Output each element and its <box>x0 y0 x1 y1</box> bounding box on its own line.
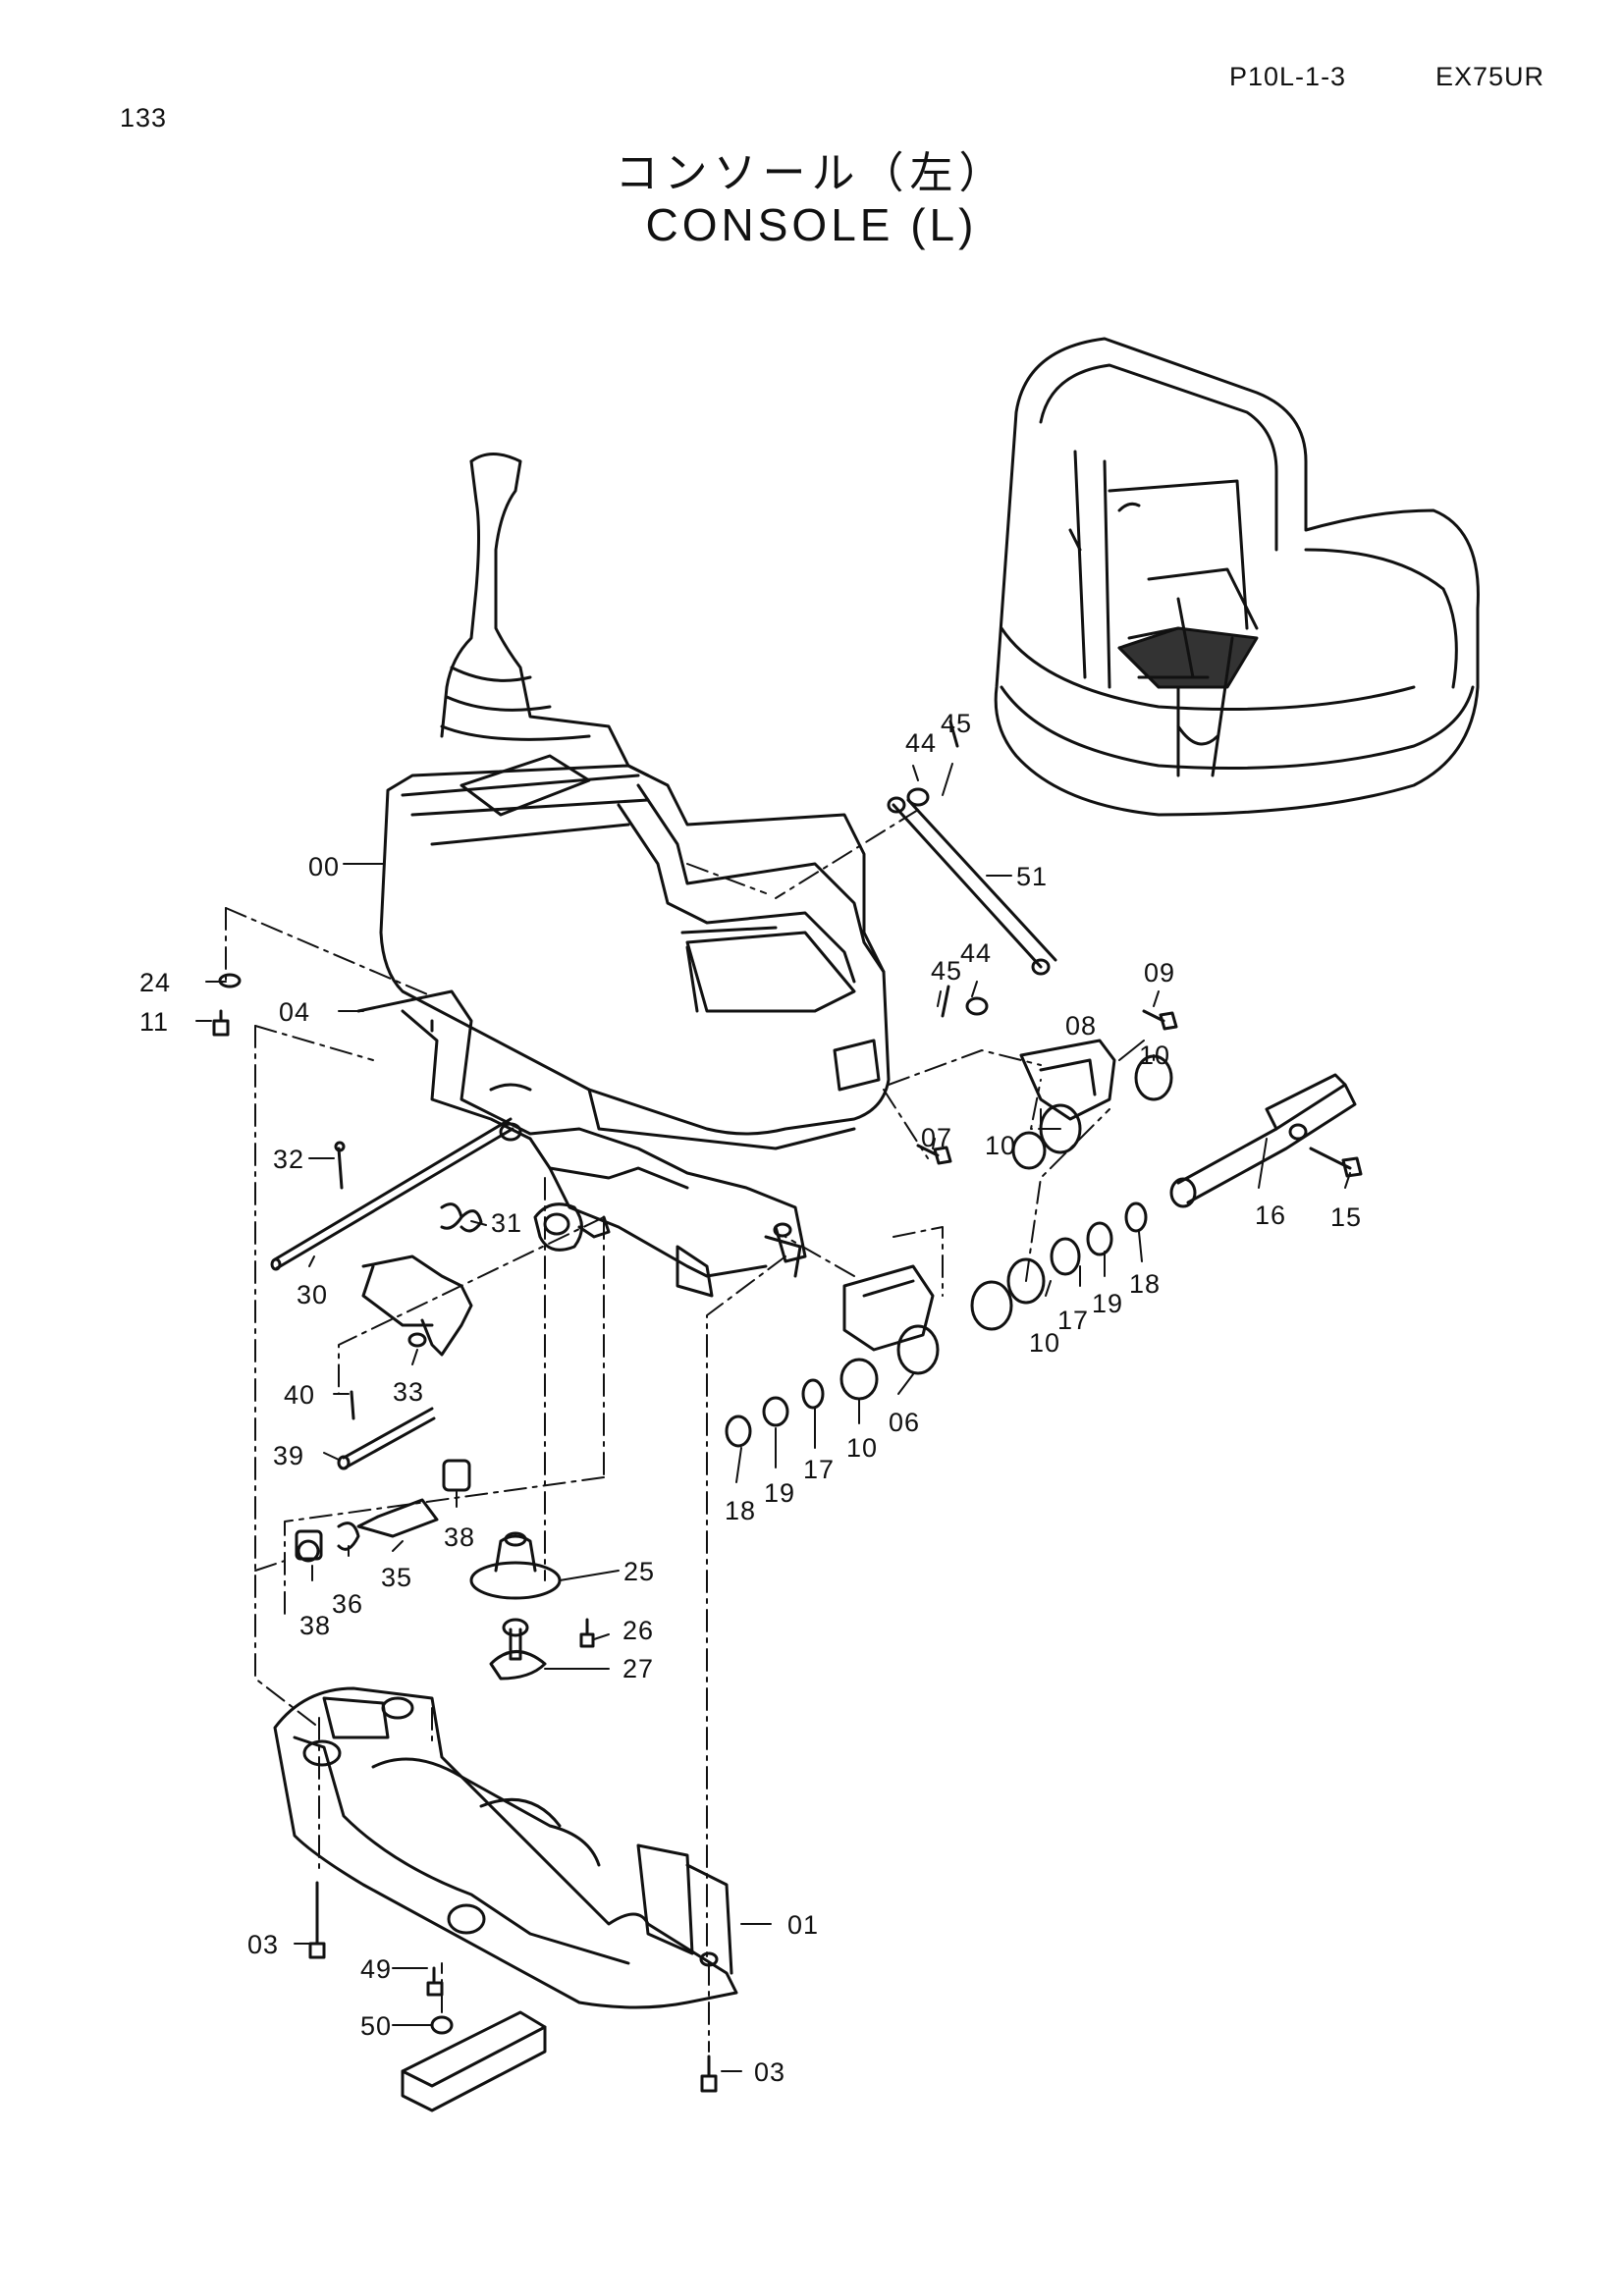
callout: 25 <box>623 1557 655 1586</box>
callout: 15 <box>1330 1202 1362 1232</box>
lower-cover <box>273 1686 738 2009</box>
callout: 10 <box>1029 1328 1060 1358</box>
callout: 03 <box>247 1930 279 1959</box>
callout: 11 <box>139 1007 169 1037</box>
damper-mount <box>469 1531 562 1681</box>
sub-frame-bracket <box>356 989 807 1298</box>
callout: 06 <box>889 1408 920 1437</box>
console-body <box>379 453 891 1150</box>
callout: 10 <box>985 1131 1016 1160</box>
shaft <box>1169 1073 1357 1208</box>
callout: 01 <box>787 1910 819 1940</box>
assembly-lines <box>225 809 1110 2053</box>
callout: 44 <box>905 728 937 758</box>
callout: 30 <box>297 1280 328 1309</box>
model-name: EX75UR <box>1435 62 1545 91</box>
callout: 08 <box>1065 1011 1097 1041</box>
title-english: CONSOLE (L) <box>645 199 978 250</box>
callout: 17 <box>803 1455 835 1484</box>
callout: 31 <box>491 1208 522 1238</box>
callout: 19 <box>764 1478 795 1508</box>
right-bracket <box>842 1039 1116 1352</box>
callout: 26 <box>622 1616 654 1645</box>
callout: 38 <box>444 1522 475 1552</box>
callout: 10 <box>846 1433 878 1463</box>
excavator-cab-inset <box>994 337 1480 817</box>
callout: 40 <box>284 1380 315 1410</box>
callout: 18 <box>1129 1269 1161 1299</box>
callout: 09 <box>1144 958 1175 988</box>
callout: 51 <box>1016 862 1048 891</box>
pins-and-bushings-left <box>270 1117 514 1563</box>
callout: 49 <box>360 1954 392 1984</box>
callout: 10 <box>1139 1041 1170 1070</box>
bolts <box>1 0 1363 2093</box>
gas-spring <box>887 796 1057 976</box>
callout: 07 <box>921 1123 952 1152</box>
callout: 45 <box>941 709 972 738</box>
callout: 35 <box>381 1563 412 1592</box>
callout: 39 <box>273 1441 304 1470</box>
drawing-code: P10L-1-3 <box>1229 62 1347 91</box>
callout: 32 <box>273 1145 304 1174</box>
leader-lines <box>195 763 1351 2072</box>
callout: 44 <box>960 938 992 968</box>
callout: 45 <box>931 956 962 986</box>
bushings-right <box>725 1054 1173 1448</box>
page-number: 133 <box>120 103 168 133</box>
callout: 24 <box>139 968 171 997</box>
callout: 18 <box>725 1496 756 1525</box>
rail-bracket <box>401 2010 547 2112</box>
callout: 27 <box>622 1654 654 1683</box>
callout: 33 <box>393 1377 424 1407</box>
callout: 04 <box>279 997 310 1027</box>
callout: 50 <box>360 2011 392 2041</box>
callout: 17 <box>1057 1306 1089 1335</box>
callout: 36 <box>332 1589 363 1619</box>
callout: 00 <box>308 852 340 881</box>
lever-bracket <box>361 1202 483 1357</box>
callout: 19 <box>1092 1289 1123 1318</box>
callout: 03 <box>754 2057 785 2087</box>
callout: 38 <box>299 1611 331 1640</box>
callout: 16 <box>1255 1201 1286 1230</box>
title-japanese: コンソール（左） <box>615 148 1008 198</box>
